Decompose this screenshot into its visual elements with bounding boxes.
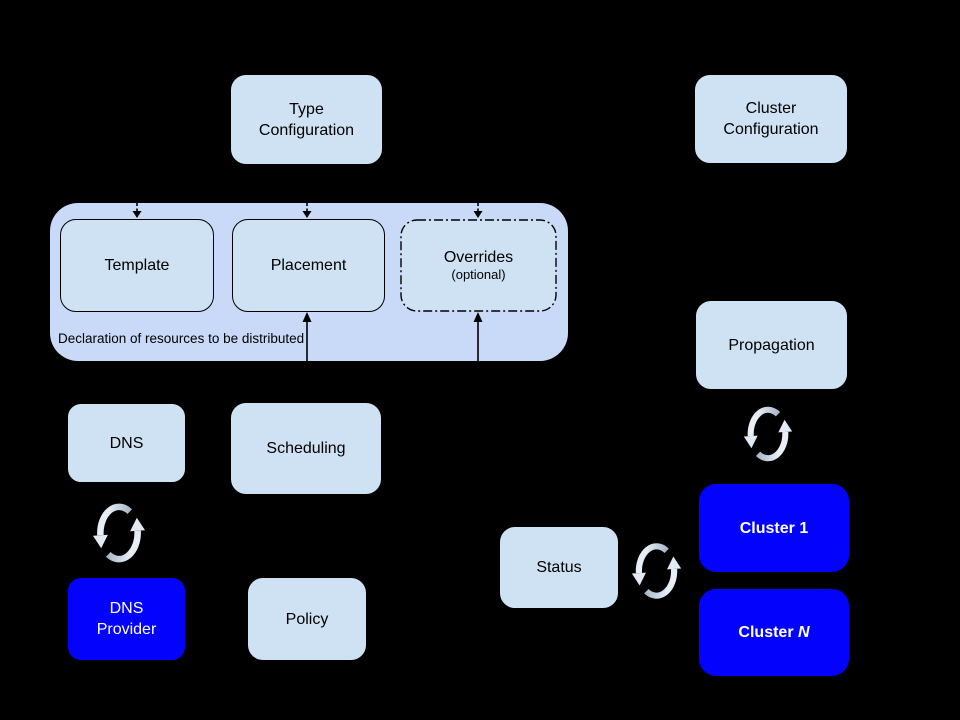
overrides-sublabel: (optional) [451,267,506,282]
propagation-node: Propagation [695,300,848,390]
scheduling-label: Scheduling [266,440,346,457]
cluster-configuration-label-line1: Cluster [745,100,797,117]
cluster-n-node: Cluster N [698,588,850,677]
dns-provider-label-line2: Provider [96,621,157,638]
overrides-label: Overrides [443,249,514,266]
cluster-n-label: Cluster N [738,624,810,641]
arrow-up-into-placement-icon [302,312,312,361]
status-node: Status [499,526,619,609]
type-configuration-label-line2: Configuration [258,121,355,139]
template-label: Template [104,257,170,274]
dns-node: DNS [67,403,186,483]
template-node: Template [60,219,214,312]
dns-sync-arrows-icon [91,494,147,572]
cluster-1-node: Cluster 1 [698,483,850,573]
arrow-up-into-overrides-icon [473,312,483,361]
status-sync-arrows-icon [630,534,683,608]
placement-label: Placement [270,257,347,274]
propagation-sync-arrows-icon [742,397,794,471]
cluster-configuration-node: Cluster Configuration [694,74,848,164]
cluster-1-label: Cluster 1 [739,519,809,537]
policy-label: Policy [285,610,329,628]
dns-provider-label-line1: DNS [109,600,144,617]
arrow-into-placement-icon [302,203,312,218]
type-configuration-node: Type Configuration [230,74,383,165]
type-configuration-label-line1: Type [289,100,324,118]
cluster-configuration-label-line2: Configuration [723,121,819,138]
arrow-into-overrides-icon [473,203,483,218]
declaration-group-caption: Declaration of resources to be distribut… [58,331,305,346]
dns-provider-node: DNS Provider [67,577,186,661]
policy-node: Policy [247,577,367,661]
overrides-dashdot-border [400,219,557,312]
overrides-node: Overrides (optional) [400,219,557,312]
scheduling-node: Scheduling [230,402,382,495]
status-label: Status [536,559,582,576]
placement-node: Placement [232,219,385,312]
propagation-label: Propagation [728,336,815,354]
arrow-into-template-icon [132,203,142,218]
dns-label: DNS [109,434,144,452]
